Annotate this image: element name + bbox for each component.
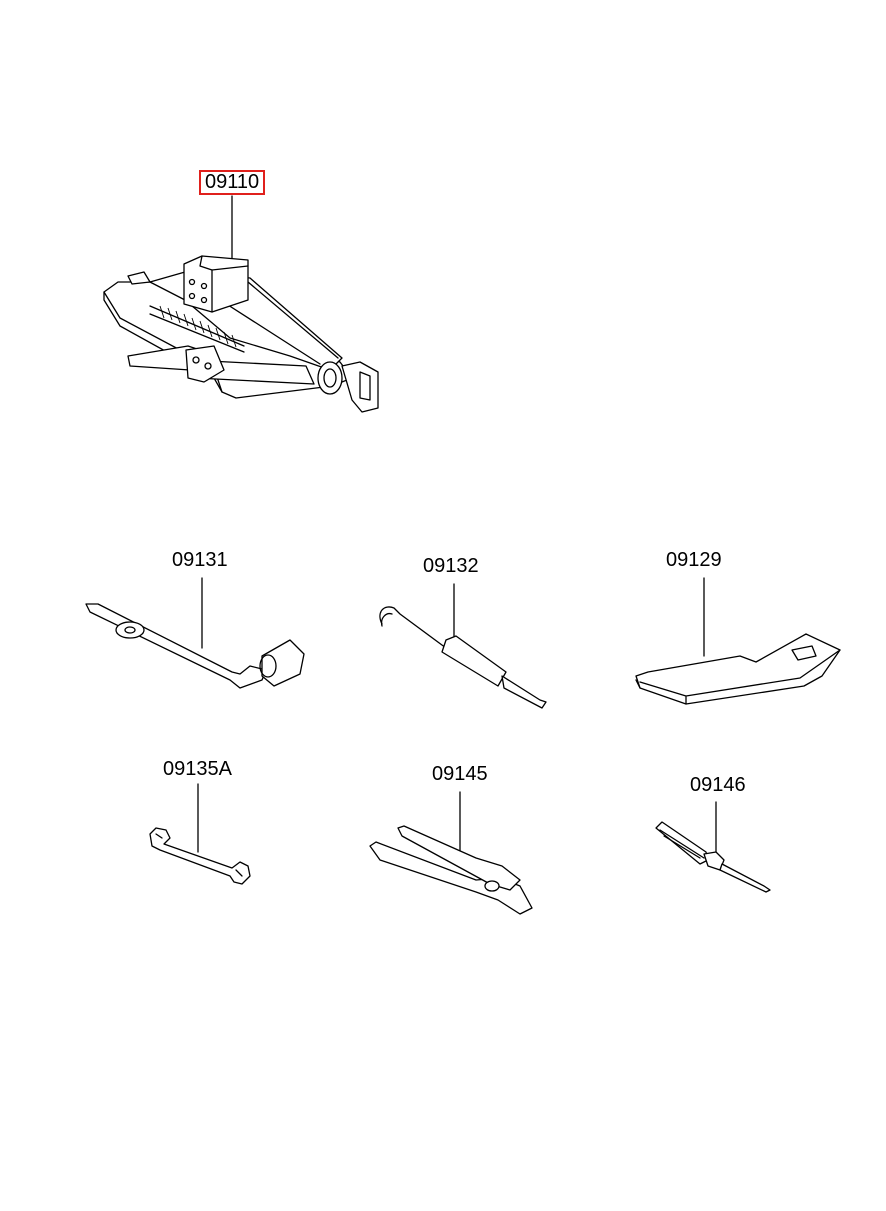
jack-saddle-top: [199, 255, 249, 271]
jack-arm-line-2: [247, 281, 339, 359]
wrench-socket: [261, 639, 305, 687]
plate-illustration[interactable]: [635, 577, 841, 705]
hook-grip: [441, 635, 507, 687]
pliers-handle-upper: [397, 825, 521, 891]
jack-illustration[interactable]: [103, 195, 379, 413]
wrench-bar: [85, 603, 267, 689]
screwdriver-illustration[interactable]: [655, 801, 771, 893]
screwdriver-shaft: [719, 863, 771, 893]
jack-end-nut: [317, 361, 343, 395]
hook-wire: [379, 606, 447, 649]
spanner-body: [149, 827, 251, 885]
part-label-09135A[interactable]: 09135A: [163, 758, 232, 780]
spanner-illustration[interactable]: [149, 783, 251, 885]
pliers-handle-lower: [369, 841, 533, 915]
pliers-pivot: [484, 880, 500, 892]
hook-tip: [501, 675, 547, 709]
pliers-illustration[interactable]: [369, 791, 533, 915]
part-label-09145[interactable]: 09145: [432, 763, 488, 785]
jack-base-edge: [103, 291, 223, 393]
jack-pivot-hole-2: [204, 362, 212, 370]
plate-slot: [791, 645, 817, 661]
part-label-09110[interactable]: 09110: [199, 170, 266, 195]
jack-arm-line: [213, 295, 321, 365]
plate-body: [635, 633, 841, 705]
part-label-09129[interactable]: 09129: [666, 549, 722, 571]
part-label-09131[interactable]: 09131: [172, 549, 228, 571]
plate-edge: [635, 649, 841, 705]
jack-pivot-hole: [192, 356, 200, 364]
wrench-illustration[interactable]: [85, 577, 305, 689]
hook-illustration[interactable]: [379, 583, 547, 709]
part-label-09132[interactable]: 09132: [423, 555, 479, 577]
jack-tab: [127, 271, 151, 285]
wrench-washer: [115, 621, 145, 639]
part-label-09146[interactable]: 09146: [690, 774, 746, 796]
jack-spring: [149, 305, 245, 353]
